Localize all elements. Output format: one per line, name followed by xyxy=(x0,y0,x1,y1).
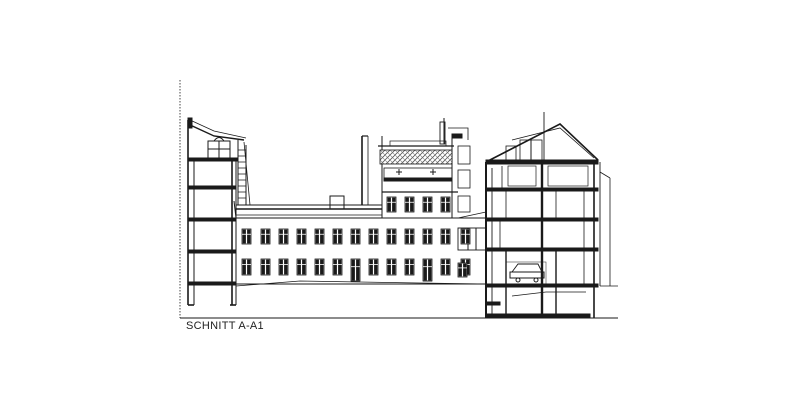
window xyxy=(314,228,325,245)
window xyxy=(440,196,451,213)
window-grid xyxy=(241,196,471,282)
window xyxy=(460,228,471,245)
door xyxy=(350,258,361,282)
right-building xyxy=(485,112,618,319)
left-wing xyxy=(187,117,251,306)
window xyxy=(386,228,397,245)
window xyxy=(350,228,361,245)
window xyxy=(368,258,379,276)
window xyxy=(386,196,397,213)
window xyxy=(296,228,307,245)
window xyxy=(422,228,433,245)
window xyxy=(440,258,451,276)
window xyxy=(404,228,415,245)
courtyard-connector xyxy=(233,195,382,219)
window xyxy=(260,258,271,276)
window xyxy=(457,262,468,278)
window xyxy=(241,228,252,245)
door xyxy=(422,258,433,282)
window xyxy=(404,196,415,213)
window xyxy=(440,228,451,245)
window xyxy=(278,258,289,276)
window xyxy=(278,228,289,245)
window xyxy=(368,228,379,245)
window xyxy=(404,258,415,276)
window xyxy=(386,258,397,276)
attic-roof xyxy=(378,118,469,182)
window xyxy=(422,196,433,213)
window xyxy=(332,228,343,245)
drawing-caption: SCHNITT A-A1 xyxy=(186,320,264,332)
window xyxy=(260,228,271,245)
window xyxy=(296,258,307,276)
window xyxy=(241,258,252,276)
window xyxy=(332,258,343,276)
window xyxy=(314,258,325,276)
terrain-line xyxy=(235,280,487,287)
